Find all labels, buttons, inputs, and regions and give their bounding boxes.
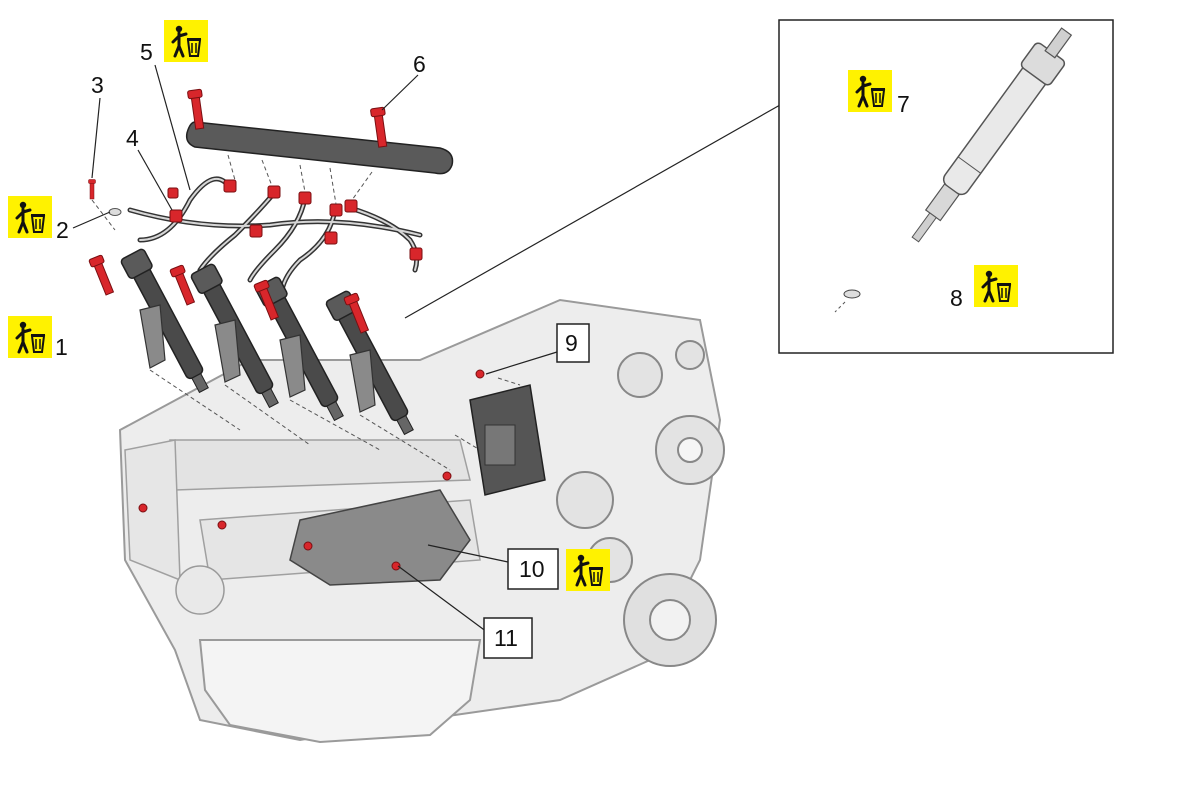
- engine-block: [118, 298, 725, 744]
- dispose-in-bin-icon: [564, 547, 612, 593]
- injector-clamps: [139, 304, 376, 413]
- fuel-rail: [185, 88, 454, 175]
- assembly-guide-lines: [91, 154, 521, 471]
- dispose-in-bin-icon: [6, 314, 54, 360]
- callout-9-box: [556, 323, 590, 363]
- washer: [108, 208, 122, 216]
- callout-5: 5: [140, 39, 153, 65]
- callout-4: 4: [126, 125, 139, 151]
- control-module: [469, 384, 546, 496]
- callout-7: 7: [897, 91, 910, 117]
- callout-3: 3: [91, 72, 104, 98]
- small-bolt: [88, 179, 96, 200]
- callout-1: 1: [55, 334, 68, 360]
- callout-9: 9: [565, 330, 578, 356]
- dispose-in-bin-icon: [6, 194, 54, 240]
- dispose-in-bin-icon: [846, 68, 894, 114]
- callout-11-box: [483, 617, 533, 659]
- callout-11: 11: [494, 625, 518, 651]
- dispose-in-bin-icon: [162, 18, 210, 64]
- callout-2: 2: [56, 217, 69, 243]
- callout-leaders: [72, 64, 946, 633]
- callout-10-box: [507, 548, 559, 590]
- callout-8: 8: [950, 285, 963, 311]
- line-nuts: [167, 179, 423, 261]
- detail-inset: [778, 19, 1114, 354]
- callout-6: 6: [413, 51, 426, 77]
- dispose-in-bin-icon: [972, 263, 1020, 309]
- callout-10: 10: [519, 556, 545, 582]
- engine-mounting-bolts: [138, 369, 485, 571]
